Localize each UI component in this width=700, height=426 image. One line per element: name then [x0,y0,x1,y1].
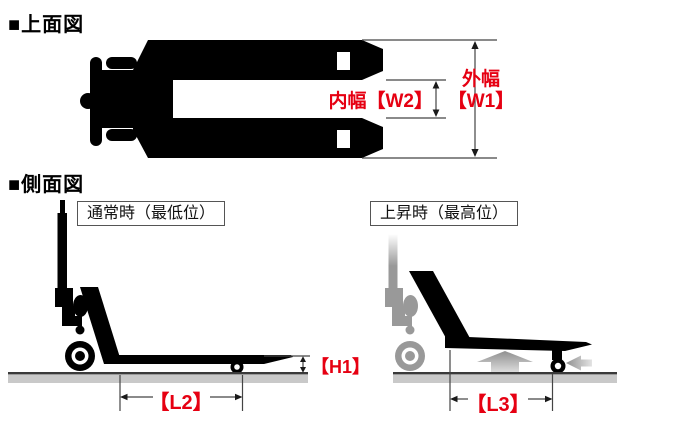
fork-lowered [108,355,293,364]
h1-dimension-label: 【H1】 [311,357,371,377]
handle-bar-raised [388,234,398,292]
inner-width-w2-label: 内幅【W2】 [328,91,433,112]
outer-width-w1-label-line2: 【W1】 [447,91,515,112]
pallet-truck-raised [385,234,592,374]
roller-left-arrow-icon [566,355,592,371]
lowered-dimension-lines [119,355,310,411]
mast-lowered [80,287,122,364]
l3-dimension-label: 【L3】 [466,394,530,416]
pump-cylinder-raised [403,295,418,317]
mast-raised [409,271,471,340]
handle-grip [90,57,102,146]
steer-wheel-bottom [106,129,137,141]
side-view-header: ■側面図 [8,174,85,196]
pump-pivot-raised [405,325,415,335]
handle-rod [60,200,65,216]
pallet-truck-lowered [55,200,293,374]
top-view-arrowheads [432,41,479,157]
ground-left [8,372,308,383]
pump-linkage [70,316,82,326]
lowered-arrowheads [120,356,306,401]
steer-wheel-top [106,57,137,69]
lift-up-arrow-icon [477,351,533,372]
handle-bar [57,213,67,290]
pump-block-upper-raised [385,288,403,307]
top-view-header: ■上面図 [8,14,85,36]
fork-frame [133,40,383,158]
raised-caption-box: 上昇時（最高位） [370,201,519,226]
raised-arrowheads [450,395,553,403]
ground-right [393,372,617,383]
pump-block-upper [55,288,73,307]
roller-link-raised [552,347,562,360]
top-view-dimension-lines [362,39,497,159]
l2-dimension-label: 【L2】 [149,392,213,414]
pump-pivot [75,325,85,335]
top-view-machine [80,40,383,158]
fork-roller-slot-top [337,52,350,70]
outer-width-w1-label-line1: 外幅 [461,69,500,90]
pump-linkage-raised [400,316,412,326]
lowered-caption-box: 通常時（最低位） [77,201,226,226]
fork-roller-slot-bottom [337,130,350,148]
handle-knob [80,93,96,109]
raised-dimension-lines [449,350,554,411]
fork-raised [445,336,592,351]
outer-width-w1-label: 外幅 【W1】 [447,69,515,113]
